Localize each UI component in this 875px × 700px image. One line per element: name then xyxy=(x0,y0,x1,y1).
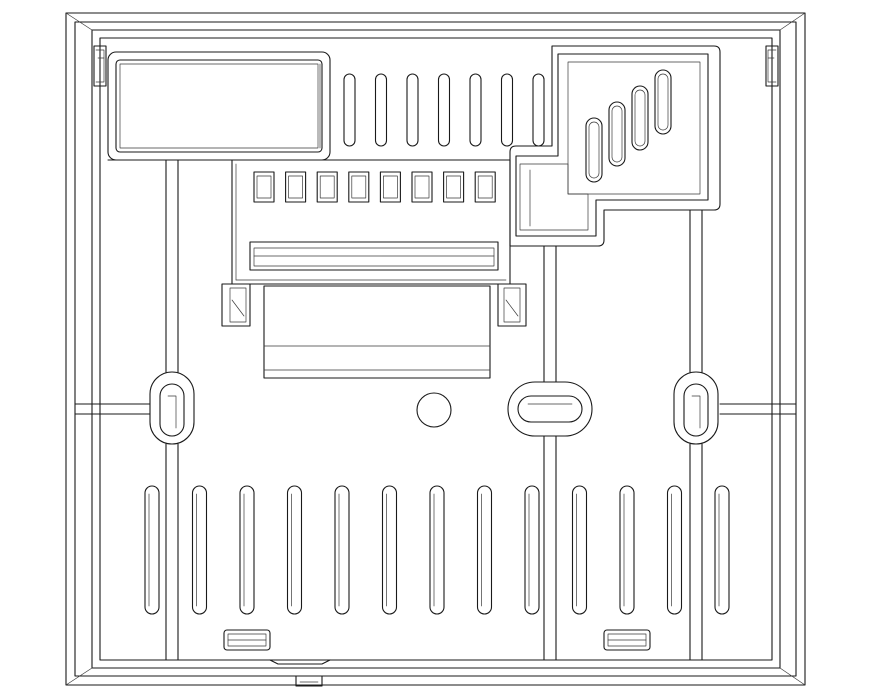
outer-frame xyxy=(65,12,806,686)
mounting-block xyxy=(263,285,491,379)
top-vent-slot xyxy=(500,73,514,147)
angled-slot xyxy=(654,69,672,135)
terminal-pocket xyxy=(348,171,370,203)
angled-slot-region xyxy=(509,45,721,247)
top-vent-slot xyxy=(532,73,545,147)
side-tab-left xyxy=(221,283,251,327)
angled-slot-set xyxy=(585,69,672,183)
corner-clip-left xyxy=(93,45,107,87)
inner-wall-outer xyxy=(91,29,781,669)
bottom-vent-slot xyxy=(144,485,160,615)
horizontal-ribs xyxy=(74,403,797,415)
outer-rim xyxy=(74,21,797,677)
bottom-vent-group xyxy=(144,485,730,615)
display-window xyxy=(107,51,331,161)
terminal-pocket xyxy=(443,171,465,203)
bottom-vent-slot xyxy=(239,485,255,615)
slot-mount-center xyxy=(507,381,593,437)
bottom-vent-slot xyxy=(714,485,730,615)
latch-left xyxy=(223,629,271,651)
bottom-vent-slot xyxy=(619,485,635,615)
bottom-vent-slot xyxy=(191,485,208,615)
terminal-pocket-row xyxy=(253,171,496,203)
round-boss xyxy=(416,392,452,428)
keyhole-left xyxy=(149,371,195,445)
top-vent-slot xyxy=(437,73,451,147)
terminal-pocket xyxy=(316,171,338,203)
bottom-vent-slot xyxy=(334,485,350,615)
bottom-vent-slot xyxy=(571,485,588,615)
bottom-vent-slot xyxy=(381,485,398,615)
outer-edge xyxy=(65,12,806,686)
top-vent-slot xyxy=(374,73,388,147)
bottom-vent-slot xyxy=(666,485,683,615)
terminal-strip xyxy=(249,241,499,271)
inner-wall-inner xyxy=(99,37,773,661)
keyhole-right xyxy=(673,371,719,445)
top-vent-group xyxy=(343,73,545,147)
terminal-panel xyxy=(107,159,511,285)
terminal-pocket xyxy=(474,171,496,203)
top-vent-slot xyxy=(469,73,482,147)
latch-right xyxy=(603,629,651,651)
vertical-ribs xyxy=(165,159,703,661)
terminal-pocket xyxy=(285,171,307,203)
terminal-pocket xyxy=(411,171,433,203)
bottom-step xyxy=(269,659,331,687)
side-tab-right xyxy=(497,283,527,327)
angled-slot xyxy=(608,101,626,167)
terminal-pocket xyxy=(253,171,275,203)
bottom-vent-slot xyxy=(286,485,303,615)
bottom-vent-slot xyxy=(429,485,445,615)
angled-slot xyxy=(631,85,649,151)
angled-slot xyxy=(585,117,603,183)
bottom-vent-slot xyxy=(524,485,540,615)
corner-clip-right xyxy=(765,45,779,87)
top-vent-slot xyxy=(343,73,356,147)
terminal-pocket xyxy=(379,171,401,203)
bottom-vent-slot xyxy=(476,485,493,615)
top-vent-slot xyxy=(406,73,419,147)
